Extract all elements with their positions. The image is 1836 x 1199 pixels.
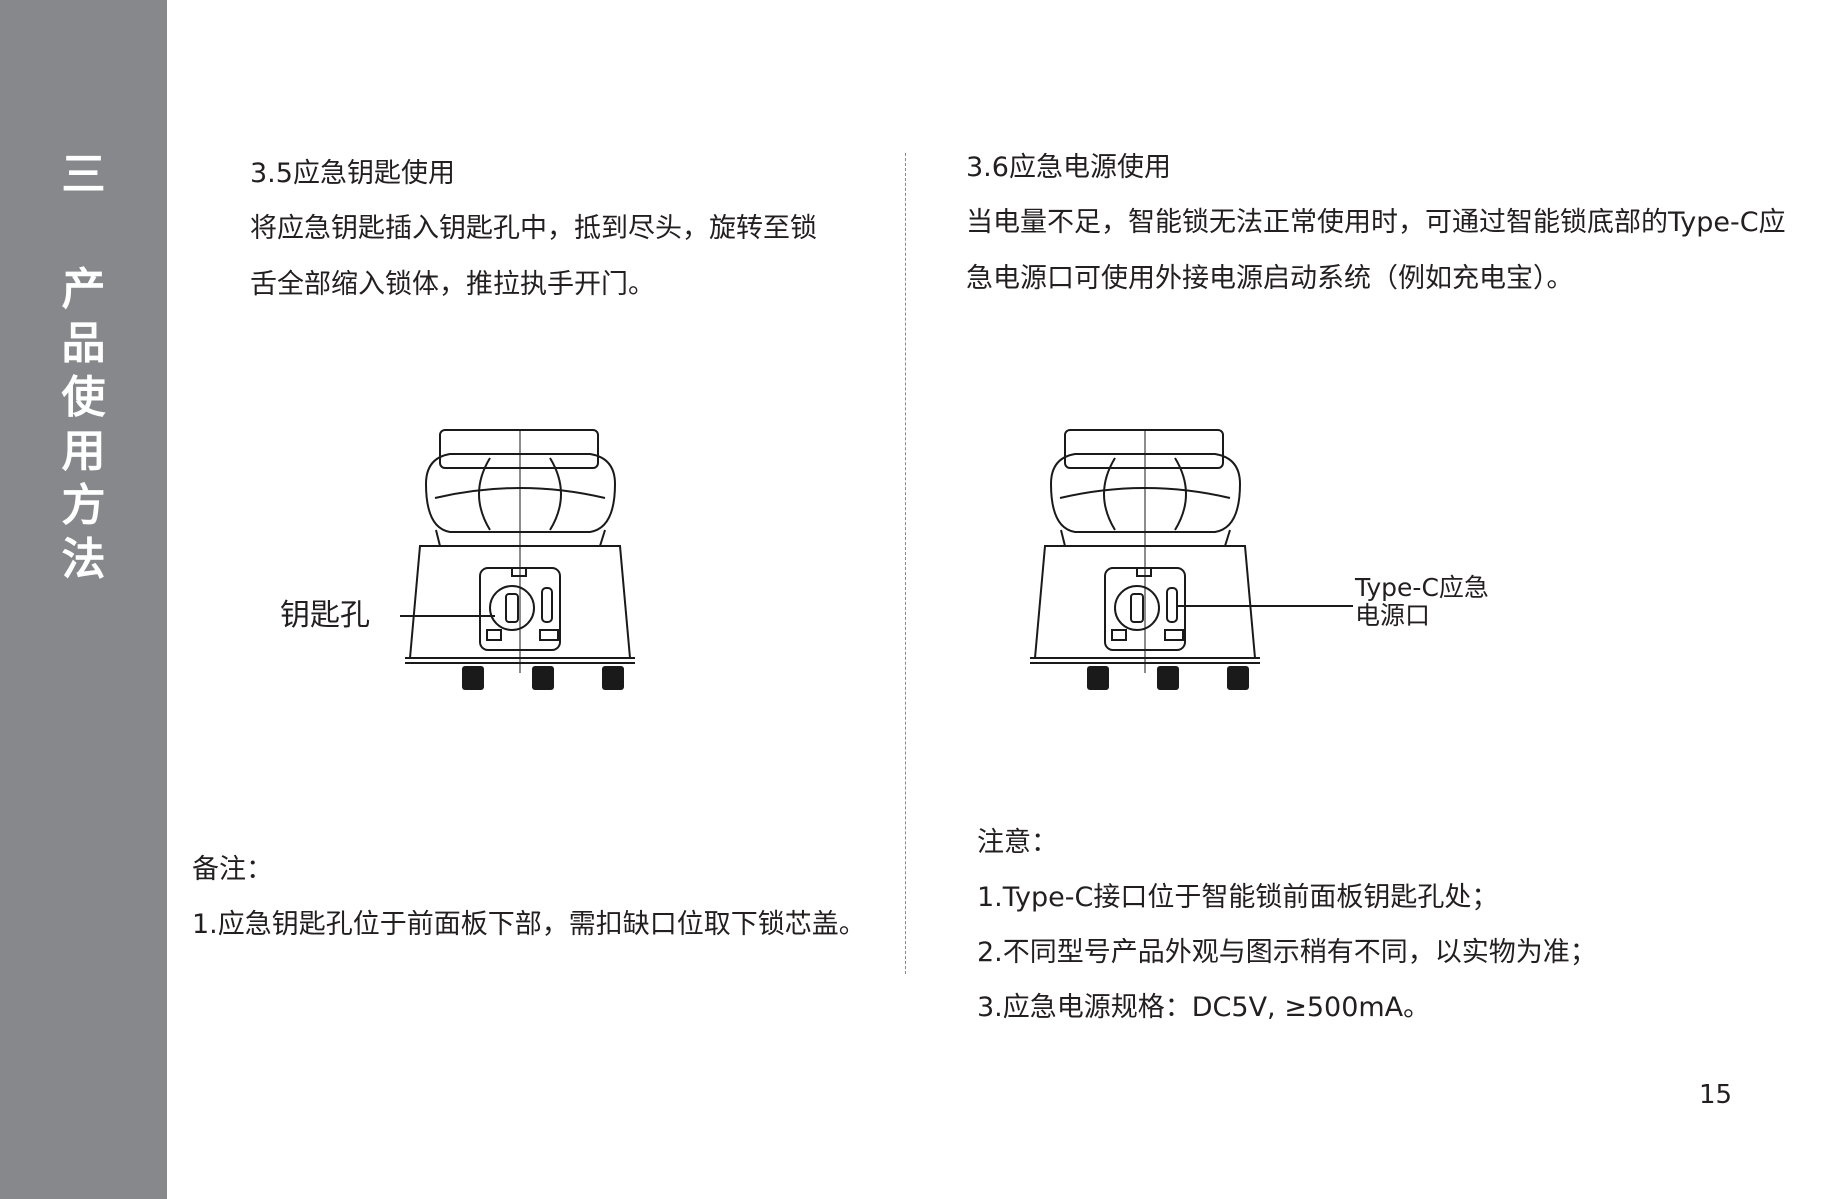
section-heading-3-5: 3.5应急钥匙使用 (250, 158, 455, 189)
note-item: 1.Type-C接口位于智能锁前面板钥匙孔处； (977, 882, 1499, 913)
chapter-title-char: 方 (61, 480, 106, 531)
chapter-title-char: 用 (61, 426, 106, 477)
chapter-title: 产 品 使 用 方 法 (0, 263, 167, 587)
lock-illustration-typec (1030, 429, 1353, 690)
chapter-title-char: 品 (61, 318, 106, 369)
chapter-title-char: 法 (61, 534, 106, 585)
chapter-title-char: 使 (61, 372, 106, 423)
note-item: 1.应急钥匙孔位于前面板下部，需扣缺口位取下锁芯盖。 (192, 909, 866, 940)
body-line: 当电量不足，智能锁无法正常使用时，可通过智能锁底部的Type-C应 (966, 207, 1786, 238)
note-item: 3.应急电源规格：DC5V, ≥500mA。 (977, 992, 1431, 1023)
chapter-sidebar: 三 产 品 使 用 方 法 (0, 0, 167, 1199)
note-item: 2.不同型号产品外观与图示稍有不同，以实物为准； (977, 937, 1597, 968)
body-line: 急电源口可使用外接电源启动系统（例如充电宝）。 (966, 263, 1574, 294)
note-title: 备注： (192, 854, 273, 885)
typec-callout-label-line1: Type-C应急 (1355, 573, 1489, 602)
body-line: 将应急钥匙插入钥匙孔中，抵到尽头，旋转至锁 (250, 213, 817, 244)
lock-illustration-keyhole (400, 429, 635, 690)
note-title: 注意： (977, 827, 1058, 858)
section-heading-3-6: 3.6应急电源使用 (966, 152, 1171, 183)
typec-callout-label-line2: 电源口 (1355, 601, 1431, 630)
chapter-title-char: 产 (61, 264, 106, 315)
keyhole-callout-label: 钥匙孔 (280, 598, 370, 633)
chapter-number: 三 (61, 149, 106, 200)
body-line: 舌全部缩入锁体，推拉执手开门。 (250, 269, 655, 300)
column-divider (905, 153, 906, 974)
page-number: 15 (1699, 1080, 1733, 1110)
